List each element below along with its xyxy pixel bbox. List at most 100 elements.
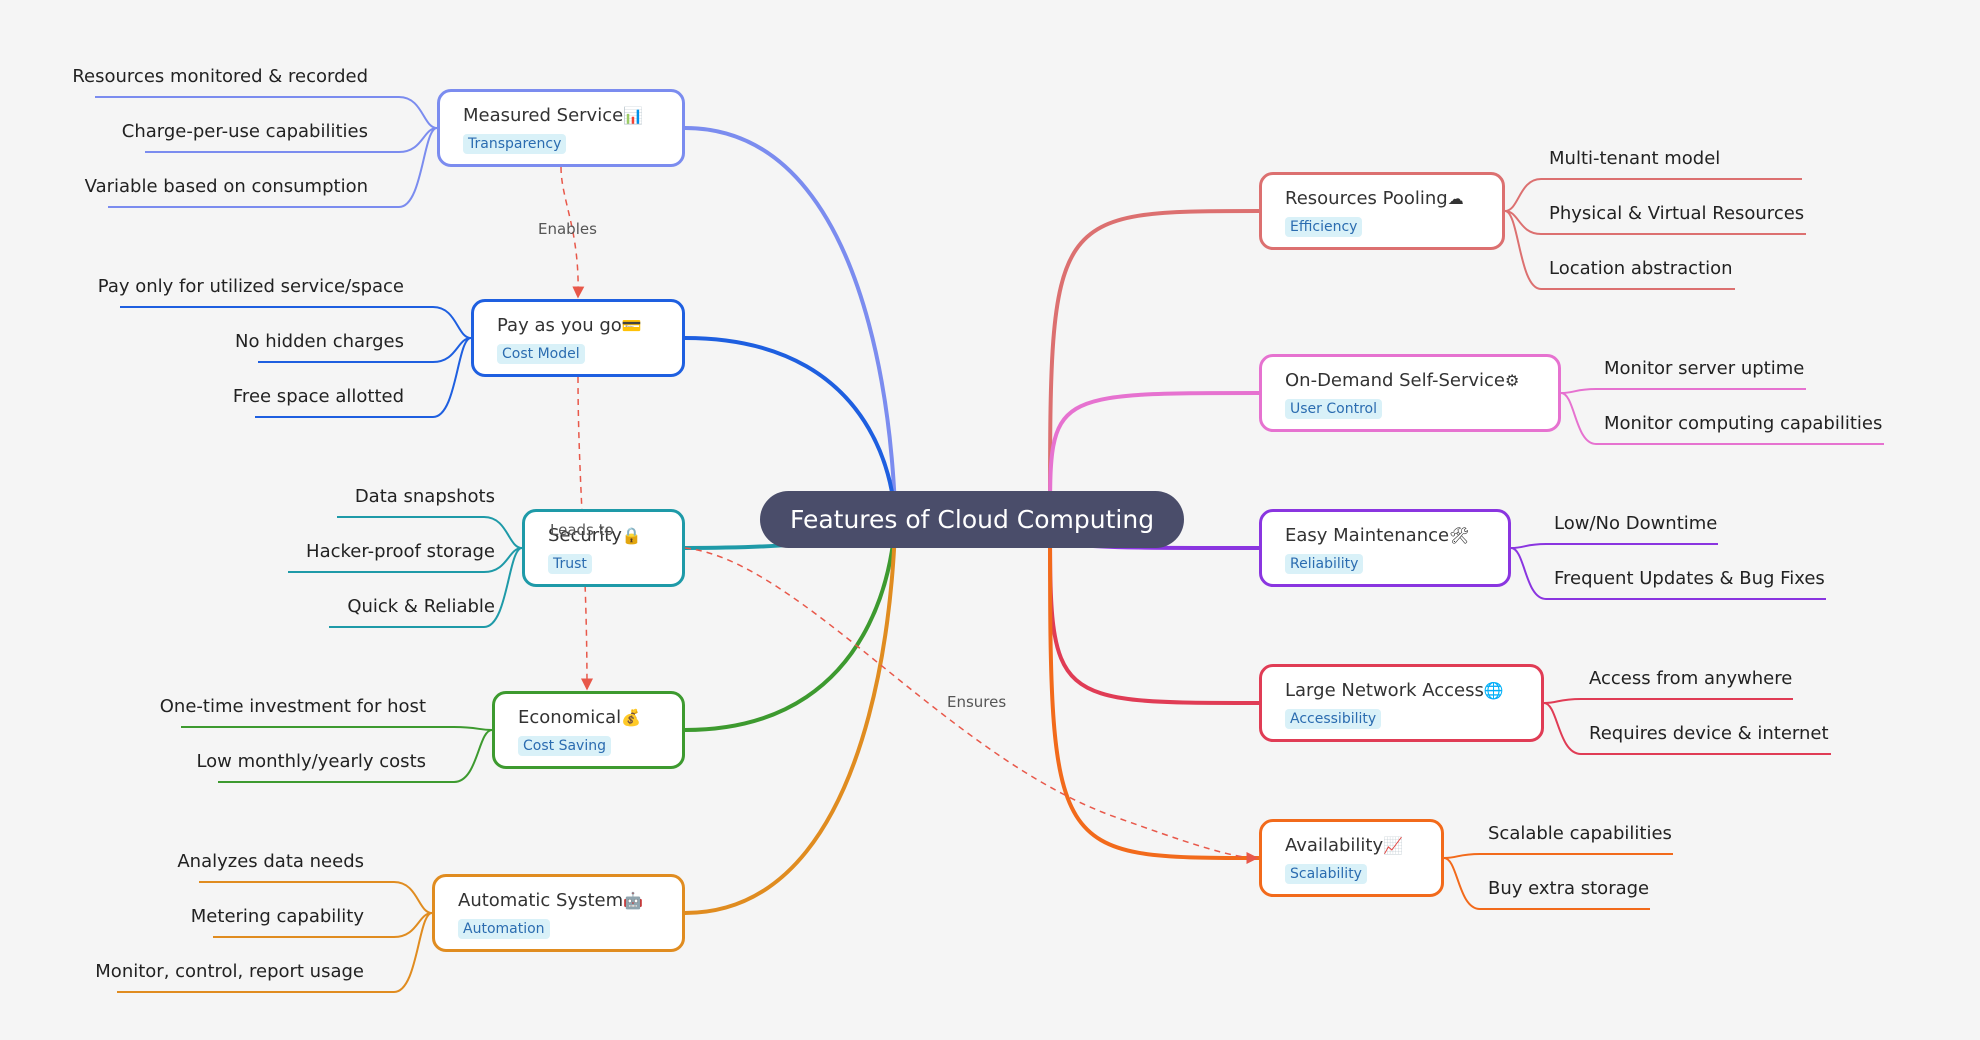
relation-label: Enables: [538, 220, 597, 238]
subtopic-connector: [1504, 210, 1735, 290]
topic-title-text: Easy Maintenance: [1285, 525, 1450, 546]
subtopic-connector: [255, 337, 472, 418]
topic-emoji-icon: ☁: [1447, 189, 1464, 208]
subtopic-connector: [145, 127, 438, 153]
topic-title: Large Network Access🌐: [1285, 680, 1519, 701]
topic-title: Measured Service📊: [463, 105, 660, 126]
topic-emoji-icon: ⚙: [1505, 371, 1520, 390]
subtopic[interactable]: Free space allotted: [232, 386, 404, 407]
topic-tag: Accessibility: [1285, 709, 1382, 729]
subtopic[interactable]: Monitor server uptime: [1604, 358, 1805, 379]
topic-title: Economical💰: [518, 707, 660, 728]
subtopic-connector: [258, 337, 472, 363]
topic-pooling[interactable]: Resources Pooling☁ Efficiency: [1259, 172, 1505, 250]
topic-tag: Cost Saving: [518, 736, 611, 756]
subtopic[interactable]: Requires device & internet: [1589, 723, 1829, 744]
topic-automatic[interactable]: Automatic System🤖 Automation: [432, 874, 685, 952]
subtopic-connector: [120, 306, 472, 339]
subtopic[interactable]: Scalable capabilities: [1488, 823, 1672, 844]
topic-network[interactable]: Large Network Access🌐 Accessibility: [1259, 664, 1544, 742]
subtopic[interactable]: Low monthly/yearly costs: [196, 751, 426, 772]
topic-tag: Automation: [458, 919, 550, 939]
subtopic[interactable]: Multi-tenant model: [1549, 148, 1721, 169]
topic-title-text: On-Demand Self-Service: [1285, 370, 1505, 391]
subtopic[interactable]: One-time investment for host: [159, 696, 426, 717]
subtopic[interactable]: Monitor computing capabilities: [1604, 413, 1883, 434]
subtopic-connector: [1510, 547, 1826, 600]
topic-ondemand[interactable]: On-Demand Self-Service⚙ User Control: [1259, 354, 1561, 432]
topic-title-text: Resources Pooling: [1285, 188, 1448, 209]
topic-maintenance[interactable]: Easy Maintenance🛠Reliability: [1259, 509, 1511, 587]
subtopic-connector: [1560, 388, 1806, 394]
topic-security[interactable]: Security🔒 Trust: [522, 509, 685, 587]
topic-title-text: Pay as you go: [497, 315, 622, 336]
topic-title: Resources Pooling☁: [1285, 188, 1480, 209]
topic-economical[interactable]: Economical💰 Cost Saving: [492, 691, 685, 769]
topic-title-text: Large Network Access: [1285, 680, 1484, 701]
subtopic[interactable]: Variable based on consumption: [84, 176, 368, 197]
branch-connector: [684, 126, 897, 520]
topic-title: Easy Maintenance🛠: [1285, 525, 1486, 546]
subtopic-connector: [1543, 698, 1793, 704]
branch-connector: [684, 518, 897, 732]
subtopic-connector: [1560, 392, 1884, 445]
topic-emoji-icon: 🤖: [623, 891, 644, 910]
topic-tag: Cost Model: [497, 344, 585, 364]
topic-tag: Trust: [548, 554, 592, 574]
topic-tag: Scalability: [1285, 864, 1367, 884]
subtopic[interactable]: Frequent Updates & Bug Fixes: [1554, 568, 1825, 589]
topic-tag: Transparency: [463, 134, 567, 154]
subtopic[interactable]: Monitor, control, report usage: [95, 961, 364, 982]
subtopic-connector: [1510, 543, 1718, 549]
subtopic[interactable]: Metering capability: [190, 906, 364, 927]
subtopic-connector: [117, 912, 433, 993]
topic-title: Pay as you go💳: [497, 315, 660, 336]
central-topic[interactable]: Features of Cloud Computing: [760, 491, 1184, 548]
subtopic[interactable]: Resources monitored & recorded: [72, 66, 368, 87]
subtopic-connector: [288, 547, 523, 573]
subtopic[interactable]: Pay only for utilized service/space: [97, 276, 404, 297]
topic-emoji-icon: 🛠: [1449, 526, 1470, 545]
topic-title-text: Availability: [1285, 835, 1384, 856]
topic-availability[interactable]: Availability📈 Scalability: [1259, 819, 1444, 897]
topic-emoji-icon: 📊: [623, 106, 644, 125]
relation-label: Leads to: [550, 521, 614, 539]
subtopic-connector: [95, 96, 438, 129]
subtopic-connector: [213, 912, 433, 938]
topic-emoji-icon: 🌐: [1483, 681, 1504, 700]
subtopic[interactable]: Low/No Downtime: [1554, 513, 1718, 534]
subtopic[interactable]: Physical & Virtual Resources: [1549, 203, 1805, 224]
subtopic[interactable]: Quick & Reliable: [347, 596, 495, 617]
subtopic[interactable]: No hidden charges: [235, 331, 404, 352]
topic-title-text: Measured Service: [463, 105, 624, 126]
relation-connector: [560, 166, 585, 299]
topic-title: Security🔒: [548, 525, 660, 546]
topic-title-text: Security: [548, 525, 622, 546]
subtopic[interactable]: Hacker-proof storage: [306, 541, 495, 562]
topic-emoji-icon: 📈: [1383, 836, 1404, 855]
topic-tag: User Control: [1285, 399, 1382, 419]
subtopic-connector: [1504, 178, 1802, 212]
topic-emoji-icon: 💰: [621, 708, 642, 727]
subtopic-connector: [1504, 210, 1806, 235]
subtopic[interactable]: Buy extra storage: [1488, 878, 1650, 899]
subtopic[interactable]: Location abstraction: [1549, 258, 1733, 279]
topic-payg[interactable]: Pay as you go💳 Cost Model: [471, 299, 685, 377]
topic-tag: Efficiency: [1285, 217, 1363, 237]
subtopic-connector: [1443, 853, 1673, 859]
topic-title-text: Economical: [518, 707, 622, 728]
subtopic-connector: [199, 881, 433, 914]
subtopic-connector: [1443, 857, 1650, 910]
subtopic-connector: [337, 516, 523, 549]
subtopic[interactable]: Access from anywhere: [1589, 668, 1793, 689]
branch-connector: [1048, 209, 1260, 520]
subtopic[interactable]: Data snapshots: [354, 486, 495, 507]
topic-title-text: Automatic System: [458, 890, 624, 911]
subtopic-connector: [218, 729, 493, 783]
subtopic[interactable]: Charge-per-use capabilities: [121, 121, 368, 142]
topic-measured[interactable]: Measured Service📊 Transparency: [437, 89, 685, 167]
subtopic-connector: [181, 726, 493, 731]
subtopic-connector: [329, 547, 523, 628]
subtopic[interactable]: Analyzes data needs: [177, 851, 364, 872]
